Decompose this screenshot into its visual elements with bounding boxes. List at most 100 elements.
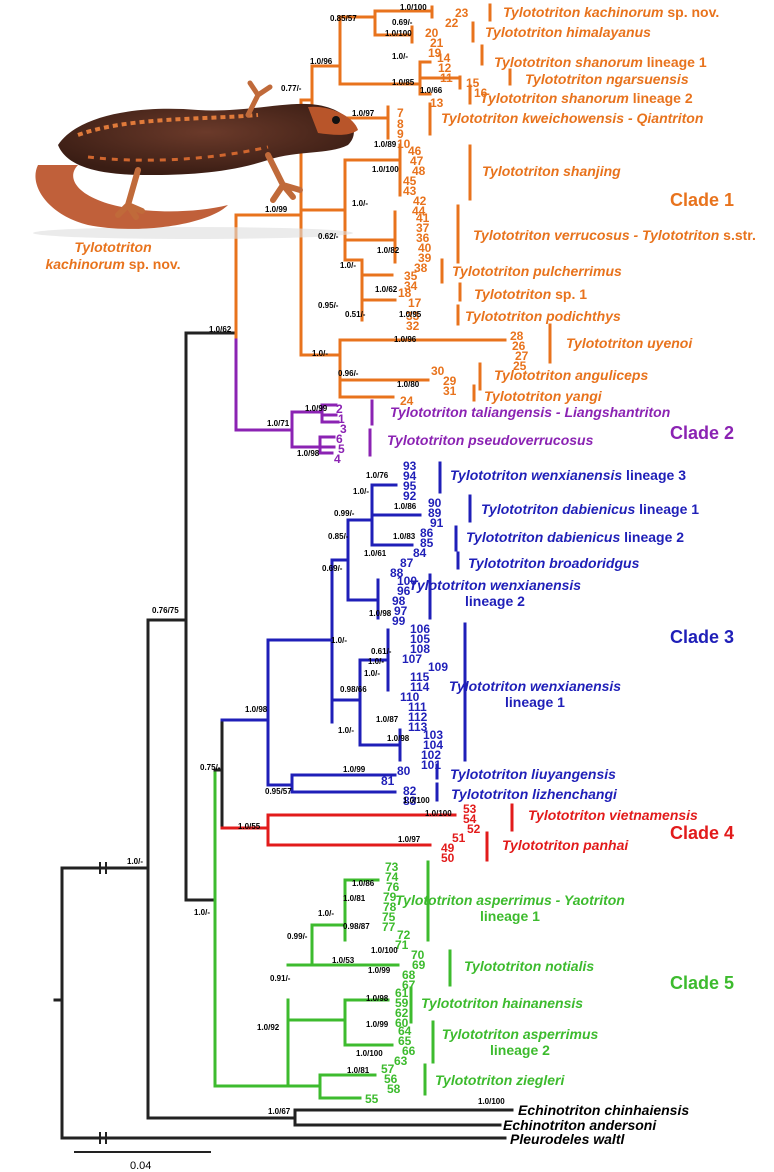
tip-label: 51 (452, 831, 466, 845)
tip-label: 46 (408, 144, 422, 158)
support-value: 0.75/- (200, 763, 221, 772)
tip-label: 47 (410, 154, 424, 168)
support-value: 1.0/- (392, 52, 409, 61)
species-label: Tylototriton dabienicus lineage 1 (481, 501, 700, 517)
tip-label: 115 (410, 670, 430, 684)
outgroup-label: Pleurodeles waltl (510, 1131, 625, 1147)
support-value: 1.0/- (353, 487, 370, 496)
tip-label: 34 (404, 279, 418, 293)
support-value: 1.0/81 (343, 894, 366, 903)
tip-label: 43 (403, 184, 417, 198)
tip-label: 3 (340, 422, 347, 436)
tip-label: 57 (381, 1062, 395, 1076)
tip-label: 48 (412, 164, 426, 178)
species-label: Tylototriton wenxianensis lineage 3 (450, 467, 686, 483)
species-label: Tylototriton ziegleri (435, 1072, 565, 1088)
tip-label: 94 (403, 469, 417, 483)
support-value: 1.0/98 (245, 705, 268, 714)
species-label: Tylototriton shanjing (482, 163, 621, 179)
tip-label: 85 (420, 536, 434, 550)
species-label: Tylototriton pulcherrimus (452, 263, 622, 279)
support-value: 1.0/- (318, 909, 335, 918)
support-value: 1.0/86 (352, 879, 375, 888)
support-value: 1.0/99 (368, 966, 391, 975)
tip-label: 72 (397, 928, 411, 942)
tip-label: 104 (423, 738, 444, 752)
tip-label: 25 (513, 359, 527, 373)
tip-label: 10 (397, 137, 411, 151)
tip-label: 4 (334, 452, 341, 466)
tip-label: 32 (406, 319, 420, 333)
tip-label: 54 (463, 812, 477, 826)
support-value: 1.0/97 (398, 835, 421, 844)
support-value: 1.0/92 (257, 1023, 280, 1032)
support-value: 1.0/98 (366, 994, 389, 1003)
clade-label: Clade 4 (670, 823, 735, 843)
species-label: Tylototriton pseudoverrucosus (387, 432, 594, 448)
support-value: 1.0/99 (366, 1020, 389, 1029)
tip-label: 61 (395, 986, 409, 1000)
tip-label: 9 (397, 127, 404, 141)
tip-label: 27 (515, 349, 529, 363)
tip-label: 56 (384, 1072, 398, 1086)
species-label: Tylototriton shanorum lineage 1 (494, 54, 707, 70)
support-value: 1.0/100 (403, 796, 430, 805)
newt-photo (33, 80, 358, 239)
species-label: Tylototriton yangi (484, 388, 602, 404)
tip-label: 1 (338, 412, 345, 426)
tip-label: 78 (383, 900, 397, 914)
support-value: 1.0/86 (394, 502, 417, 511)
support-value: 1.0/100 (372, 165, 399, 174)
species-label: Tylototriton anguliceps (494, 367, 649, 383)
tip-label: 66 (402, 1044, 416, 1058)
tip-label: 68 (402, 968, 416, 982)
support-value: 1.0/81 (347, 1066, 370, 1075)
photo-caption-line1: Tylototriton (74, 239, 152, 255)
scale-bar-label: 0.04 (130, 1160, 152, 1172)
tip-label: 45 (403, 174, 417, 188)
tip-label: 44 (412, 204, 426, 218)
tip-label: 100 (397, 574, 418, 588)
species-label: Tylototriton himalayanus (485, 24, 651, 40)
support-value: 1.0/76 (366, 471, 389, 480)
support-value: 0.85/57 (330, 14, 357, 23)
tip-label: 95 (403, 479, 417, 493)
tip-label: 110 (400, 690, 420, 704)
support-value: 0.99/- (287, 932, 308, 941)
tip-label: 8 (397, 117, 404, 131)
tip-label: 111 (408, 700, 427, 714)
support-value: 1.0/- (364, 669, 381, 678)
tip-label: 73 (385, 860, 399, 874)
support-value: 1.0/98 (297, 449, 320, 458)
tip-label: 81 (381, 774, 395, 788)
tip-label: 50 (441, 851, 455, 865)
species-label: Tylototriton lizhenchangi (451, 786, 617, 802)
support-value: 1.0/80 (397, 380, 420, 389)
outgroup-label: Echinotriton chinhaiensis (518, 1102, 690, 1118)
tip-label: 52 (467, 822, 481, 836)
tip-label: 86 (420, 526, 434, 540)
outgroup-label: Echinotriton andersoni (503, 1117, 657, 1133)
tip-label: 109 (428, 660, 449, 674)
tip-label: 42 (413, 194, 427, 208)
support-value: 1.0/62 (209, 325, 232, 334)
species-label: Tylototriton dabienicus lineage 2 (466, 529, 685, 545)
support-value: 0.61/- (371, 647, 392, 656)
tip-label: 41 (416, 211, 430, 225)
tip-label: 26 (512, 339, 526, 353)
tip-label: 53 (463, 802, 477, 816)
support-value: 1.0/- (331, 636, 348, 645)
tip-label: 59 (395, 996, 409, 1010)
tip-label: 76 (386, 880, 400, 894)
tip-label: 37 (416, 221, 430, 235)
support-value: 1.0/- (194, 908, 211, 917)
tip-label: 28 (510, 329, 524, 343)
tip-label: 55 (365, 1092, 379, 1106)
support-value: 1.0/99 (305, 404, 328, 413)
support-value: 1.0/67 (268, 1107, 291, 1116)
tip-label: 108 (410, 642, 431, 656)
tip-label: 15 (466, 76, 480, 90)
